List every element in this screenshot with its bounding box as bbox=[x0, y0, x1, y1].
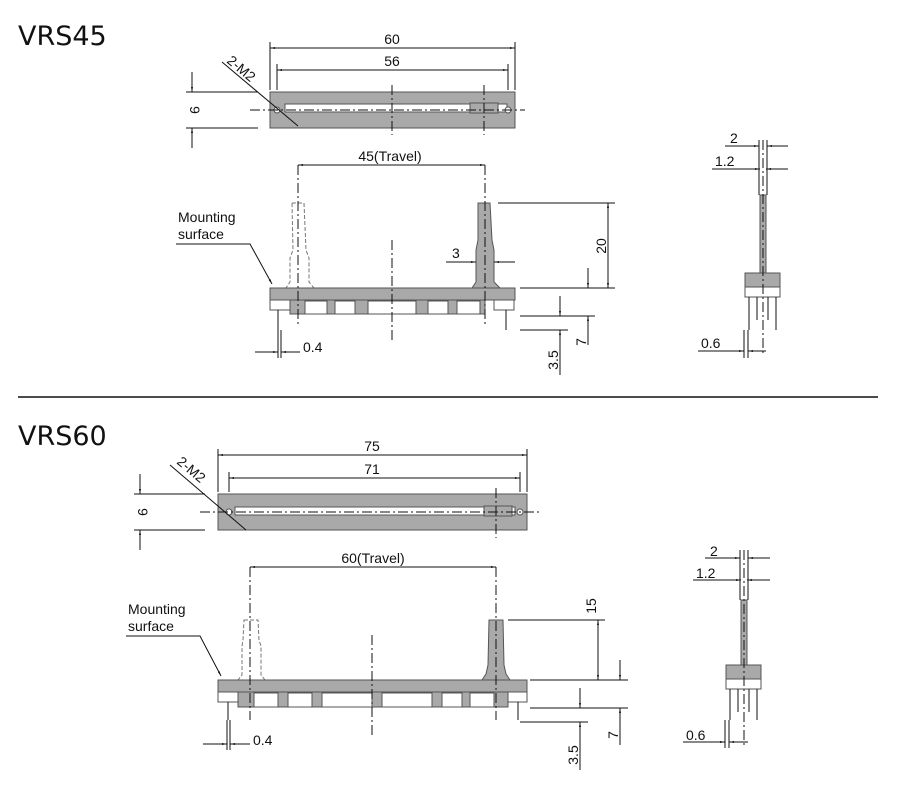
top-view: 75 71 9 2-M2 bbox=[134, 438, 540, 550]
dim-side-lever-width: 2 bbox=[710, 543, 718, 559]
dim-body-height: 7 bbox=[605, 731, 621, 739]
front-view: 45(Travel) Mounting surface 3 20 7 3.5 bbox=[176, 148, 615, 375]
slot bbox=[234, 506, 516, 516]
dim-side-terminal: 0.6 bbox=[686, 727, 706, 743]
dim-width: 9 bbox=[135, 508, 151, 516]
dim-terminal-offset: 0.4 bbox=[253, 732, 273, 748]
section-vrs60: VRS60 75 71 9 2-M2 bbox=[18, 421, 770, 770]
dim-side-terminal: 0.6 bbox=[701, 335, 721, 351]
dim-travel: 60(Travel) bbox=[341, 550, 404, 566]
side-view: 2 1.2 0.6 bbox=[698, 130, 788, 358]
dim-side-lever-width: 2 bbox=[730, 130, 738, 146]
front-view: 60(Travel) Mounting surface 15 7 3.5 0.4 bbox=[126, 550, 628, 770]
dim-width: 9 bbox=[187, 106, 203, 114]
dim-lever-height: 15 bbox=[583, 598, 599, 614]
top-view: 60 56 9 2-M2 bbox=[186, 31, 525, 148]
dim-hole-pitch: 56 bbox=[384, 53, 400, 69]
section-vrs45: VRS45 60 56 9 2-M2 bbox=[18, 21, 788, 375]
dim-travel: 45(Travel) bbox=[358, 148, 421, 164]
dim-side-lever-tip: 1.2 bbox=[696, 565, 716, 581]
dim-hole-pitch: 71 bbox=[364, 461, 380, 477]
dim-holes: 2-M2 bbox=[224, 52, 259, 85]
dim-terminal-offset: 0.4 bbox=[303, 339, 323, 355]
side-view: 2 1.2 0.6 bbox=[683, 543, 770, 748]
model-title: VRS45 bbox=[18, 21, 107, 52]
mounting-surface-label: surface bbox=[128, 618, 174, 634]
mounting-surface-label: Mounting bbox=[178, 209, 236, 225]
lever bbox=[471, 202, 502, 289]
dim-body-height: 7 bbox=[573, 338, 589, 346]
mounting-surface-label: Mounting bbox=[128, 601, 186, 617]
dim-side-lever-tip: 1.2 bbox=[715, 153, 735, 169]
dim-overall-length: 75 bbox=[364, 438, 380, 454]
dim-overall-length: 60 bbox=[384, 31, 400, 47]
knob-top bbox=[483, 505, 513, 517]
dim-holes: 2-M2 bbox=[174, 453, 209, 486]
lever-alt-position bbox=[285, 202, 316, 289]
dim-lever-height: 20 bbox=[593, 238, 609, 254]
dim-terminal-length: 3.5 bbox=[545, 350, 561, 370]
mounting-surface-label: surface bbox=[178, 226, 224, 242]
dim-terminal-length: 3.5 bbox=[565, 745, 581, 765]
dim-lever-width: 3 bbox=[452, 245, 460, 261]
model-title: VRS60 bbox=[18, 421, 107, 452]
lever-alt-position bbox=[236, 619, 267, 681]
